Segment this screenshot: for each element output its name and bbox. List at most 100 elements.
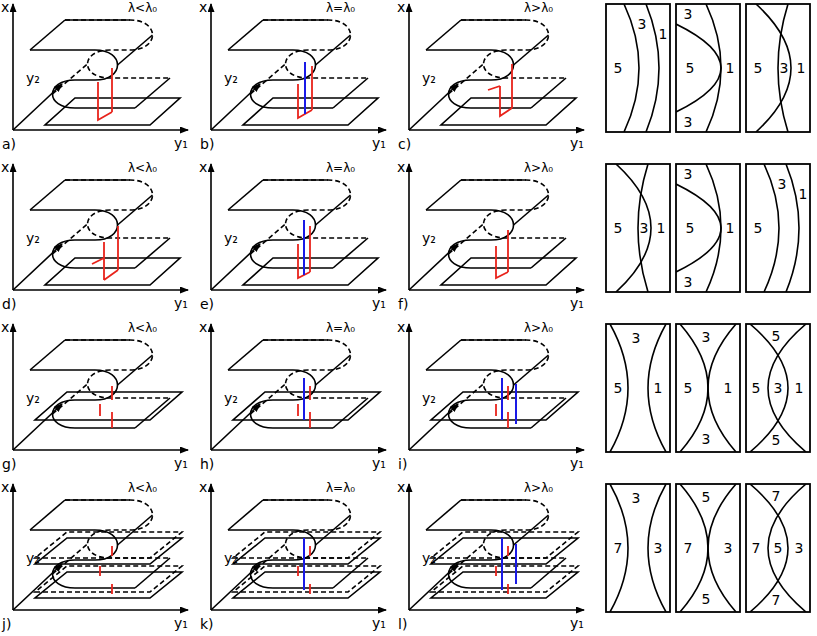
y1-axis: [211, 609, 386, 611]
panel-axis-label: y₁: [174, 615, 188, 631]
region-number: 1: [726, 220, 735, 236]
region-number: 5: [684, 380, 693, 396]
box-frame: [746, 4, 810, 132]
x-axis: [210, 164, 212, 290]
y2-axis: [211, 564, 260, 610]
surface-edge: [135, 78, 170, 108]
plane: [233, 532, 380, 558]
surface-edge: [531, 238, 566, 268]
panel-letter: f): [398, 296, 408, 312]
surface-front-edge: [426, 50, 531, 108]
panel-axis-label: y₁: [372, 135, 386, 151]
panel-letter: h): [200, 456, 214, 472]
surface-edge: [30, 500, 65, 530]
y1-axis: [409, 609, 584, 611]
panel-axis-label: x: [199, 0, 207, 15]
surface-front-edge: [426, 370, 531, 428]
surface-edge: [263, 339, 328, 341]
boundary-curve: [610, 484, 628, 612]
plane: [233, 538, 380, 564]
surface-edge: [531, 398, 566, 428]
fold-line: [514, 355, 549, 385]
boundary-curve: [708, 484, 736, 612]
panel-axis-label: y₂: [422, 550, 436, 566]
box-curves: [764, 164, 799, 292]
lambda-label: λ<λ₀: [128, 480, 157, 496]
plane: [431, 572, 578, 598]
surface-edge: [228, 340, 263, 370]
region-number: 5: [772, 328, 781, 344]
panel-axis-label: y₁: [174, 135, 188, 151]
box-curves: [610, 484, 666, 612]
x-axis: [210, 484, 212, 610]
y2-axis: [13, 404, 62, 450]
boundary-curve: [648, 324, 666, 452]
blue-line: [303, 538, 305, 590]
surface-edge: [333, 78, 368, 108]
panel-axis-label: y₂: [26, 390, 40, 406]
region-number: 5: [686, 60, 695, 76]
boundary-curve: [750, 324, 788, 452]
panel-axis-label: y₁: [372, 455, 386, 471]
panel-figure: [409, 484, 584, 610]
y1-axis: [409, 449, 584, 451]
surface-front-edge: [30, 210, 135, 268]
red-curve: [488, 64, 512, 116]
surface-edge: [461, 499, 526, 501]
panel-axis-label: y₁: [570, 135, 584, 151]
boundary-curve: [676, 24, 721, 112]
x-axis: [12, 324, 14, 450]
panel-letter: b): [200, 136, 214, 152]
fold-line: [449, 544, 484, 574]
fold-line: [514, 515, 549, 545]
fold-line: [53, 384, 88, 414]
boundary-curve: [786, 164, 799, 292]
surface-front-edge: [30, 530, 135, 588]
region-number: 5: [754, 60, 763, 76]
panel-axis-label: x: [199, 159, 207, 175]
panel-axis-label: x: [199, 319, 207, 335]
panel-axis-label: x: [397, 479, 405, 495]
panel-axis-label: x: [1, 319, 9, 335]
region-number: 3: [654, 540, 663, 556]
x-axis: [210, 324, 212, 450]
y2-axis: [409, 244, 458, 290]
surface-edge: [65, 499, 130, 501]
y2-axis: [211, 84, 260, 130]
phase-box: [606, 164, 670, 292]
region-number: 7: [614, 540, 623, 556]
panel-axis-label: y₁: [372, 615, 386, 631]
region-number: 3: [684, 6, 693, 22]
region-number: 5: [752, 380, 761, 396]
panel-axis-label: y₂: [224, 550, 238, 566]
y2-axis: [211, 404, 260, 450]
region-number: 7: [772, 592, 781, 608]
region-number: 3: [632, 330, 641, 346]
lambda-label: λ>λ₀: [524, 0, 553, 16]
fold-line: [53, 224, 88, 254]
x-axis: [12, 4, 14, 130]
blue-line: [303, 220, 305, 275]
surface-edge: [263, 19, 328, 21]
region-number: 3: [724, 540, 733, 556]
region-number: 5: [614, 380, 623, 396]
lambda-label: λ>λ₀: [524, 480, 553, 496]
red-curve: [98, 68, 112, 120]
surface-edge: [228, 180, 263, 210]
panel-figure: [211, 324, 386, 450]
lambda-label: λ>λ₀: [524, 160, 553, 176]
surface-edge: [426, 500, 461, 530]
surface-edge: [65, 339, 130, 341]
blue-line: [303, 378, 305, 420]
surface-edge: [461, 179, 526, 181]
panel-axis-label: x: [1, 0, 9, 15]
panel-figure: [211, 164, 386, 290]
region-number: 5: [614, 60, 623, 76]
plane: [233, 572, 380, 598]
panel-axis-label: y₂: [422, 390, 436, 406]
surface-edge: [263, 179, 328, 181]
boundary-curve: [708, 324, 736, 452]
box-frame: [746, 324, 810, 452]
region-number: 3: [684, 166, 693, 182]
